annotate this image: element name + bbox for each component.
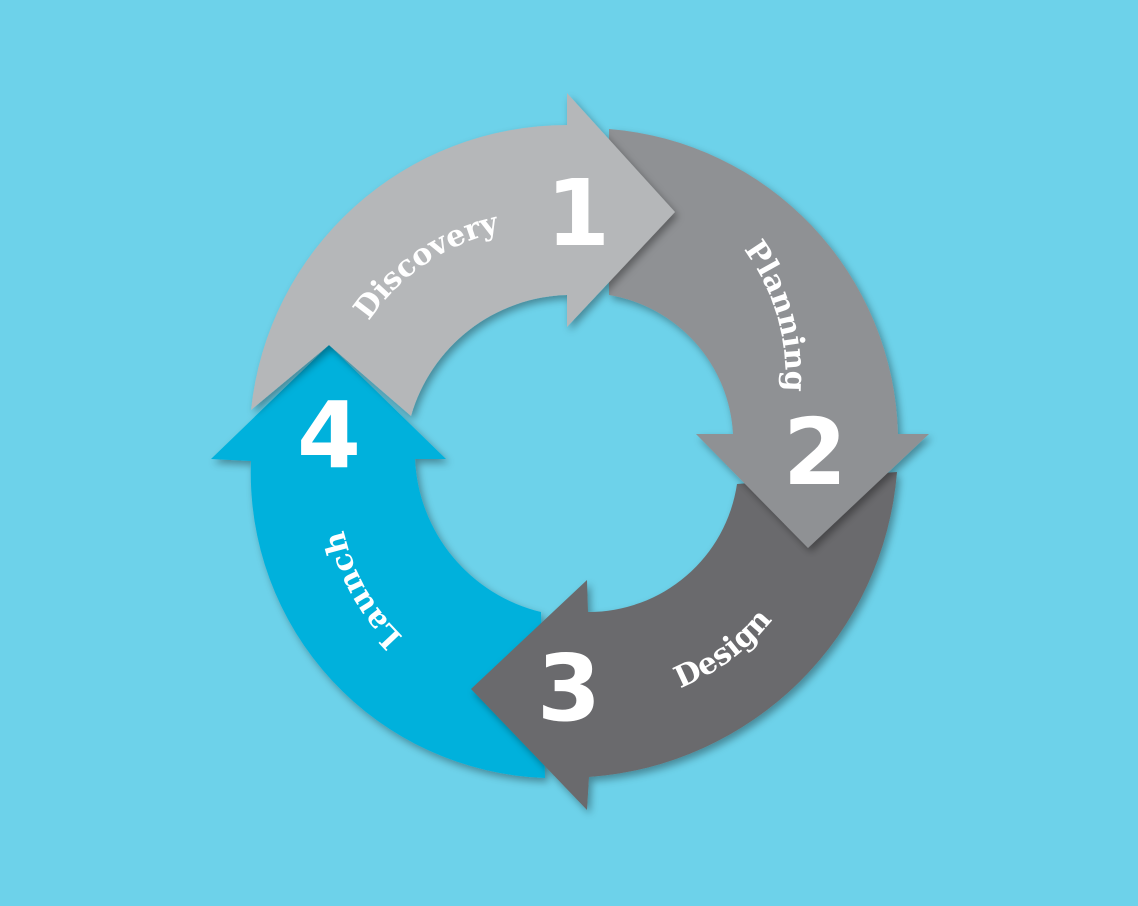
step-3-number: 3 bbox=[537, 635, 601, 742]
discovery-arrow bbox=[251, 93, 675, 416]
launch-arrow bbox=[211, 345, 545, 778]
step-4-number: 4 bbox=[297, 382, 361, 489]
design-arrow bbox=[471, 472, 897, 810]
planning-arrow bbox=[609, 129, 929, 548]
step-2-number: 2 bbox=[783, 399, 847, 506]
step-1-number: 1 bbox=[546, 160, 610, 267]
